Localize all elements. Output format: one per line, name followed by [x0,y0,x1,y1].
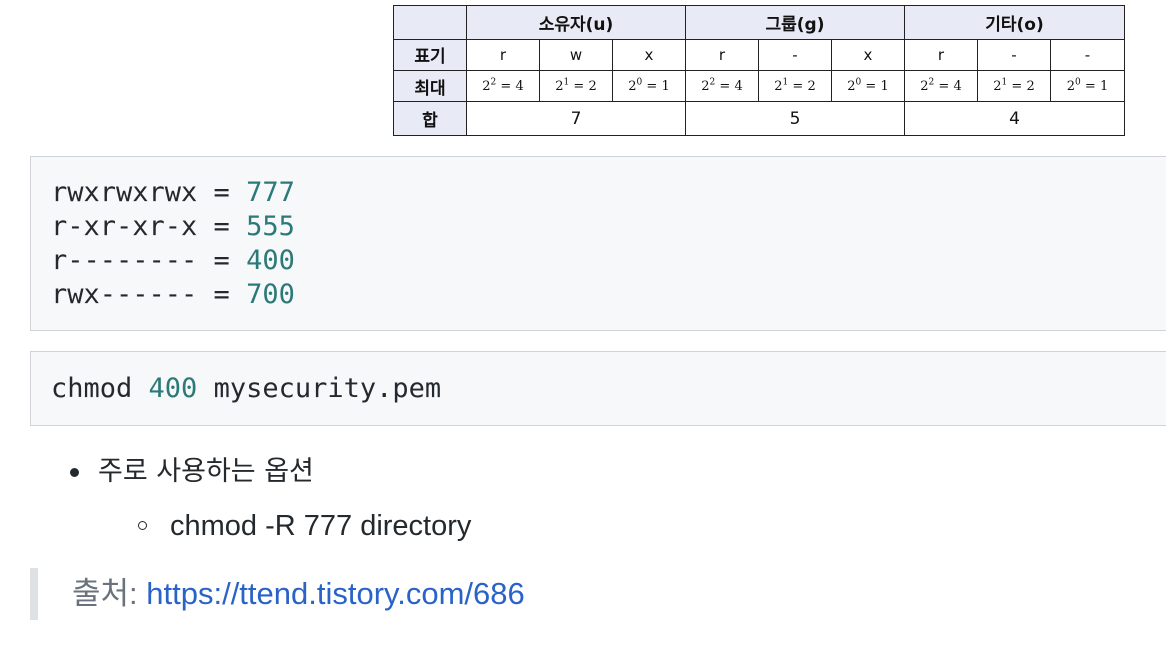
row-label-symbol: 표기 [393,38,467,72]
source-blockquote: 출처: https://ttend.tistory.com/686 [30,568,730,620]
sub-list-item-label: chmod -R 777 directory [170,510,472,542]
max-cell: 22 = 4 [904,69,978,103]
max-cell: 20 = 1 [612,69,686,103]
symbol-cell: x [831,38,905,72]
permission-table: 소유자(u) 그룹(g) 기타(o) 표기 r w x r - x r - - … [393,5,1126,136]
list-item: 주로 사용하는 옵션 chmod -R 777 directory [66,452,471,546]
symbol-cell: x [612,38,686,72]
max-cell: 20 = 1 [831,69,905,103]
sum-row: 합 7 5 4 [393,101,1126,136]
max-row: 최대 22 = 4 21 = 2 20 = 1 22 = 4 21 = 2 20… [393,69,1126,103]
table-header-row: 소유자(u) 그룹(g) 기타(o) [393,5,1126,40]
code-line: rwxrwxrwx = 777 [51,177,295,208]
symbol-row: 표기 r w x r - x r - - [393,38,1126,72]
header-group: 그룹(g) [685,5,905,40]
circle-bullet-icon [138,521,147,530]
source-label: 출처: [72,576,147,611]
sum-other: 4 [903,101,1126,136]
code-number: 777 [246,177,295,208]
list-item-label: 주로 사용하는 옵션 [98,456,314,487]
row-label-max: 최대 [393,69,467,103]
source-link[interactable]: https://ttend.tistory.com/686 [146,576,525,611]
symbol-cell: r [904,38,978,72]
code-number: 555 [246,211,295,242]
options-list: 주로 사용하는 옵션 chmod -R 777 directory [66,452,471,546]
code-argument: mysecurity.pem [197,373,442,404]
code-number: 400 [148,373,198,404]
sum-owner: 7 [466,101,686,136]
max-cell: 22 = 4 [685,69,759,103]
symbol-cell: r [466,38,540,72]
max-cell: 21 = 2 [977,69,1051,103]
table-corner-cell [393,5,467,40]
row-label-sum: 합 [393,101,467,136]
code-number: 400 [246,245,295,276]
sum-group: 5 [685,101,905,136]
sub-list-item: chmod -R 777 directory [134,506,471,546]
max-cell: 22 = 4 [466,69,540,103]
max-cell: 20 = 1 [1049,69,1126,103]
code-line: rwx------ = 700 [51,279,295,310]
symbol-cell: w [539,38,613,72]
symbol-cell: - [1049,38,1126,72]
max-cell: 21 = 2 [539,69,613,103]
header-other: 기타(o) [903,5,1126,40]
symbol-cell: - [977,38,1051,72]
code-number: 700 [246,279,295,310]
chmod-code-block[interactable]: chmod 400 mysecurity.pem [30,351,1166,426]
symbol-cell: r [685,38,759,72]
code-line: r-xr-xr-x = 555 [51,211,295,242]
sub-list: chmod -R 777 directory [134,506,471,546]
symbol-cell: - [758,38,832,72]
header-owner: 소유자(u) [466,5,686,40]
bullet-icon [70,468,79,477]
code-command: chmod [51,373,149,404]
max-cell: 21 = 2 [758,69,832,103]
code-line: r-------- = 400 [51,245,295,276]
